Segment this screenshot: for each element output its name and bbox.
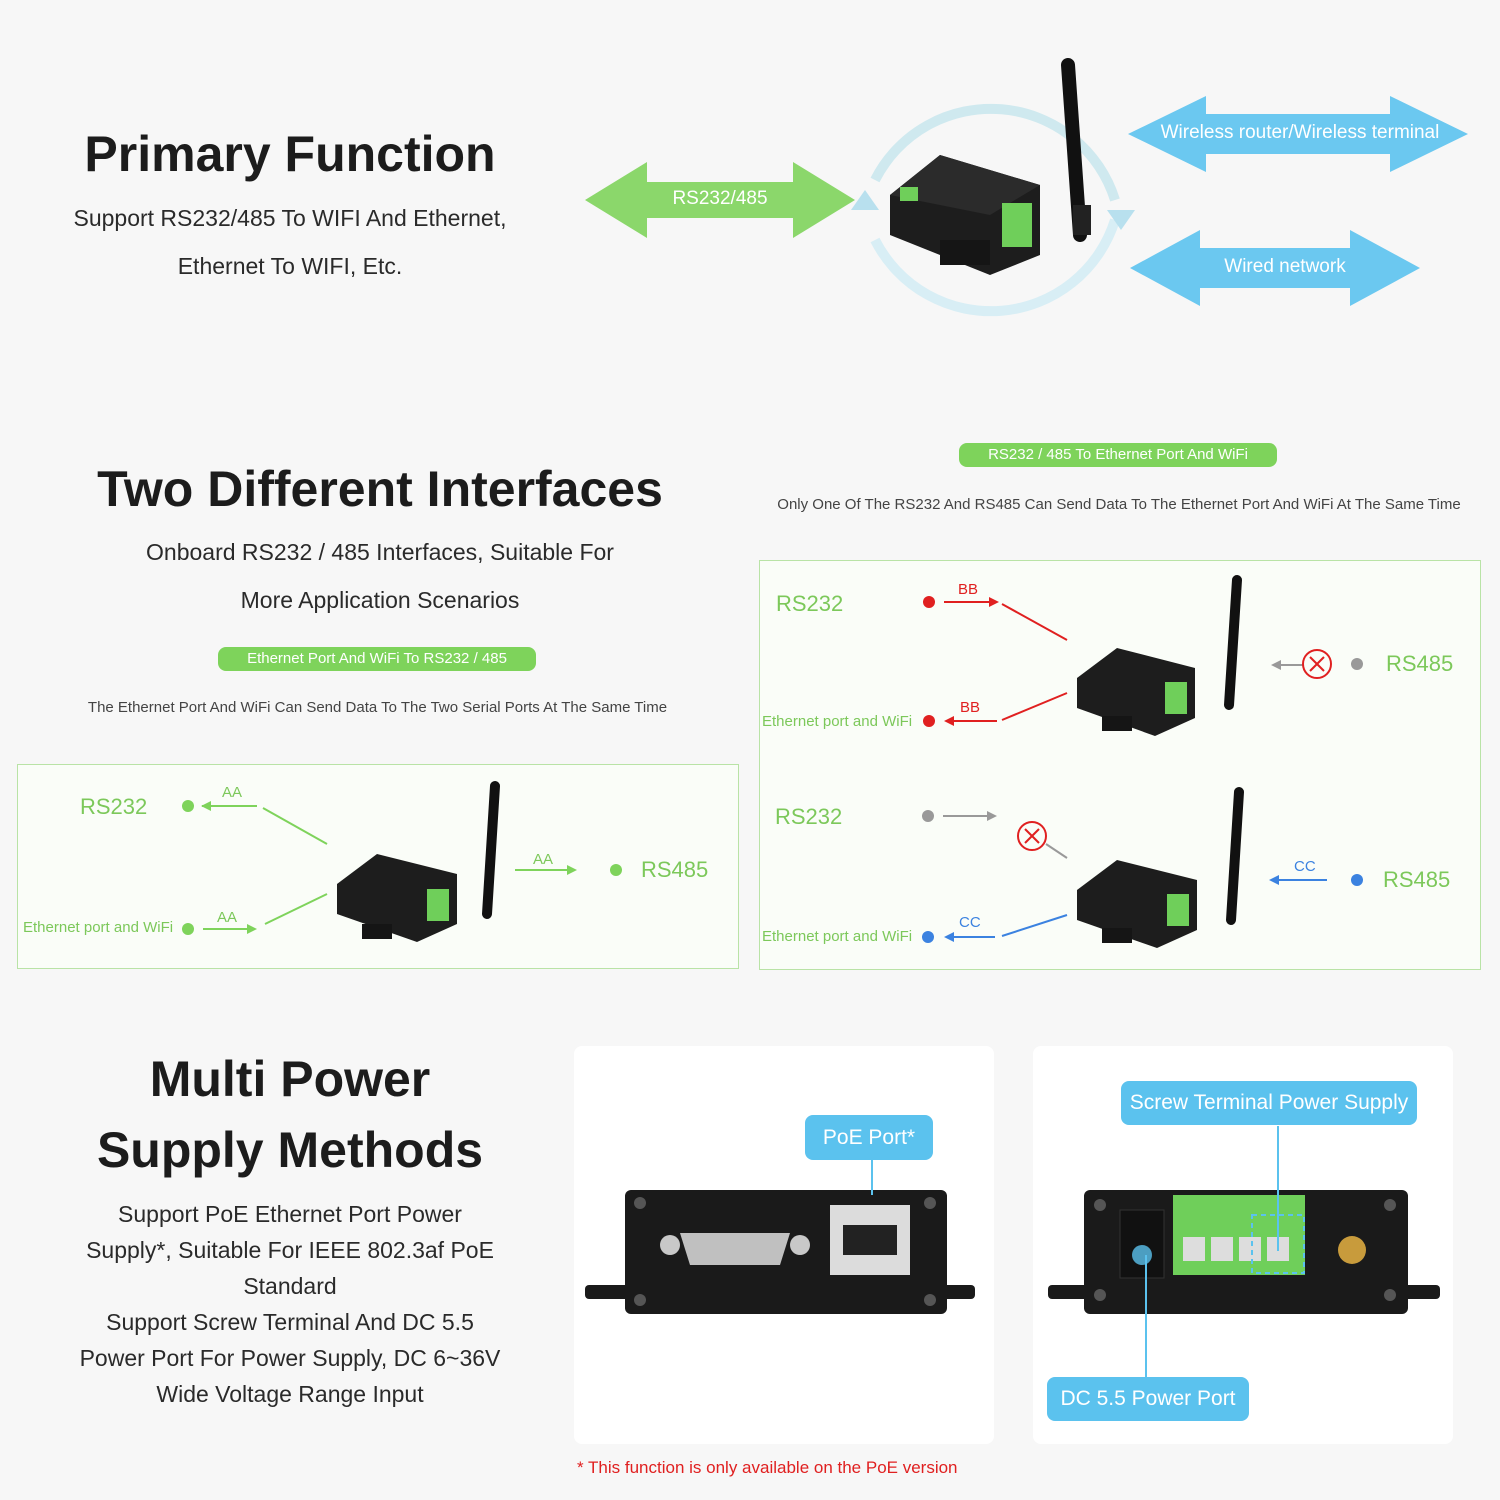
dc-power-connector xyxy=(1145,1255,1147,1377)
poe-footnote: * This function is only available on the… xyxy=(577,1458,958,1477)
right-bottom-eth-wifi-label: Ethernet port and WiFi xyxy=(762,928,913,945)
multi-power-desc-3: Standard xyxy=(243,1273,337,1299)
device-back-image xyxy=(1048,1190,1440,1314)
right-bottom-diagram-lines xyxy=(922,787,1363,948)
primary-function-line1: Support RS232/485 To WIFI And Ethernet, xyxy=(73,205,507,231)
right-bottom-rs485-label: RS485 xyxy=(1383,867,1451,892)
primary-function-line2: Ethernet To WIFI, Etc. xyxy=(177,253,403,279)
left-mode-note: The Ethernet Port And WiFi Can Send Data… xyxy=(87,699,668,716)
screw-terminal-label: Screw Terminal Power Supply xyxy=(1121,1081,1417,1125)
wireless-arrow-label: Wireless router/Wireless terminal xyxy=(1160,122,1440,143)
two-interfaces-line1: Onboard RS232 / 485 Interfaces, Suitable… xyxy=(146,539,614,565)
right-bottom-tag-cc-1: CC xyxy=(1294,858,1316,875)
left-diagram-lines xyxy=(182,781,622,942)
primary-function-title: Primary Function xyxy=(84,126,496,182)
poe-port-connector xyxy=(871,1160,873,1195)
left-mode-pill: Ethernet Port And WiFi To RS232 / 485 xyxy=(218,647,536,671)
left-rs232-label: RS232 xyxy=(80,794,148,819)
wired-arrow-label: Wired network xyxy=(1224,256,1346,277)
right-mode-note: Only One Of The RS232 And RS485 Can Send… xyxy=(777,496,1461,513)
multi-power-desc-4: Support Screw Terminal And DC 5.5 xyxy=(106,1309,474,1335)
right-top-rs232-label: RS232 xyxy=(776,591,844,616)
cycle-arrows-icon xyxy=(851,103,1135,317)
multi-power-desc-6: Wide Voltage Range Input xyxy=(156,1381,424,1407)
left-tag-aa-3: AA xyxy=(533,851,554,868)
right-top-tag-bb-1: BB xyxy=(958,581,979,598)
right-top-diagram-lines xyxy=(923,575,1363,736)
left-tag-aa-1: AA xyxy=(222,784,243,801)
right-top-eth-wifi-label: Ethernet port and WiFi xyxy=(762,713,913,730)
multi-power-desc-5: Power Port For Power Supply, DC 6~36V xyxy=(79,1345,501,1371)
left-rs485-label: RS485 xyxy=(641,857,709,882)
multi-power-desc-1: Support PoE Ethernet Port Power xyxy=(118,1201,462,1227)
poe-port-label: PoE Port* xyxy=(805,1115,933,1160)
right-bottom-rs232-label: RS232 xyxy=(775,804,843,829)
right-top-rs485-label: RS485 xyxy=(1386,651,1454,676)
multi-power-title-2: Supply Methods xyxy=(96,1122,484,1178)
right-top-tag-bb-2: BB xyxy=(960,699,981,716)
multi-power-desc: Support PoE Ethernet Port Power Supply*,… xyxy=(40,1196,540,1412)
right-mode-pill: RS232 / 485 To Ethernet Port And WiFi xyxy=(959,443,1277,467)
dc-power-label: DC 5.5 Power Port xyxy=(1047,1377,1249,1421)
left-tag-aa-2: AA xyxy=(217,909,238,926)
multi-power-desc-2: Supply*, Suitable For IEEE 802.3af PoE xyxy=(86,1237,494,1263)
left-eth-wifi-label: Ethernet port and WiFi xyxy=(23,919,174,936)
wired-double-arrow xyxy=(1130,230,1420,306)
device-image xyxy=(890,58,1091,275)
serial-arrow-label: RS232/485 xyxy=(672,188,768,209)
screw-terminal-connector xyxy=(1277,1126,1279,1251)
serial-double-arrow xyxy=(585,162,855,238)
multi-power-title-1: Multi Power xyxy=(149,1051,431,1107)
device-front-image xyxy=(585,1190,975,1314)
two-interfaces-title: Two Different Interfaces xyxy=(97,461,663,517)
right-bottom-tag-cc-2: CC xyxy=(959,914,981,931)
two-interfaces-line2: More Application Scenarios xyxy=(240,587,520,613)
wireless-double-arrow xyxy=(1128,96,1468,172)
